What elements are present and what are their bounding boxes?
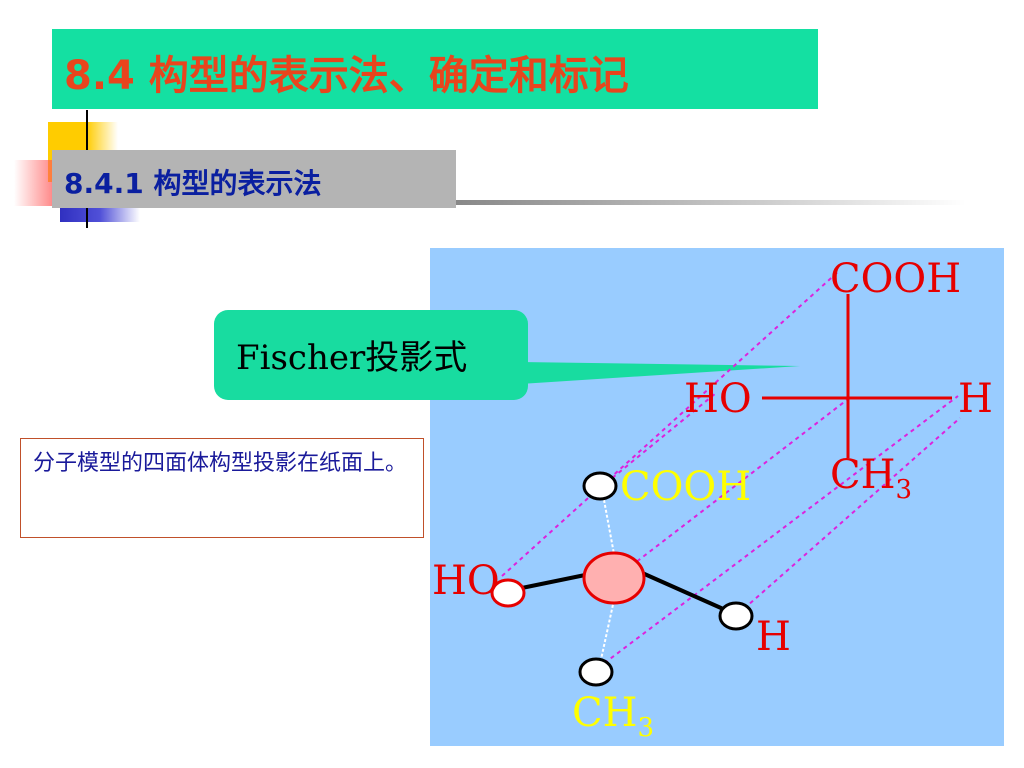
model-right-label: H [756, 614, 791, 660]
title-bar: 8.4 构型的表示法、确定和标记 [52, 29, 818, 109]
projection-line-right [737, 417, 961, 615]
section-subtitle: 8.4.1 构型的表示法 [64, 167, 322, 200]
center-carbon-atom [582, 551, 646, 605]
bond-top [603, 499, 615, 555]
model-bottom-subscript: 3 [638, 713, 655, 743]
bond-bottom [599, 599, 615, 665]
bond-right [639, 570, 731, 614]
model-left-label: HO [432, 558, 500, 604]
fischer-bottom-subscript: 3 [896, 475, 913, 505]
projection-line-bottom [597, 395, 959, 669]
fischer-left-label: HO [684, 376, 752, 422]
subtitle-rule [456, 200, 966, 205]
projection-line-top [501, 269, 841, 577]
projection-line-left [599, 392, 717, 489]
note-box: 分子模型的四面体构型投影在纸面上。 [20, 438, 424, 538]
atom-top [582, 471, 618, 501]
atom-bottom [578, 657, 614, 687]
note-text: 分子模型的四面体构型投影在纸面上。 [33, 451, 408, 476]
atom-left [490, 578, 526, 608]
atom-right [718, 601, 754, 631]
bond-left [511, 572, 591, 592]
projection-line-mid [617, 395, 853, 577]
fischer-callout: Fischer投影式 [214, 310, 528, 400]
fischer-right-label: H [958, 376, 993, 422]
subtitle-box: 8.4.1 构型的表示法 [52, 150, 456, 208]
callout-label: Fischer投影式 [236, 338, 468, 378]
model-top-label: COOH [620, 464, 751, 510]
fischer-bottom-group: CH3 [830, 452, 912, 505]
slide-title: 8.4 构型的表示法、确定和标记 [64, 53, 629, 99]
model-bottom-group: CH3 [572, 690, 654, 743]
fischer-top-label: COOH [830, 256, 961, 302]
fischer-bottom-label: CH [830, 452, 896, 498]
model-bottom-label: CH [572, 690, 638, 736]
